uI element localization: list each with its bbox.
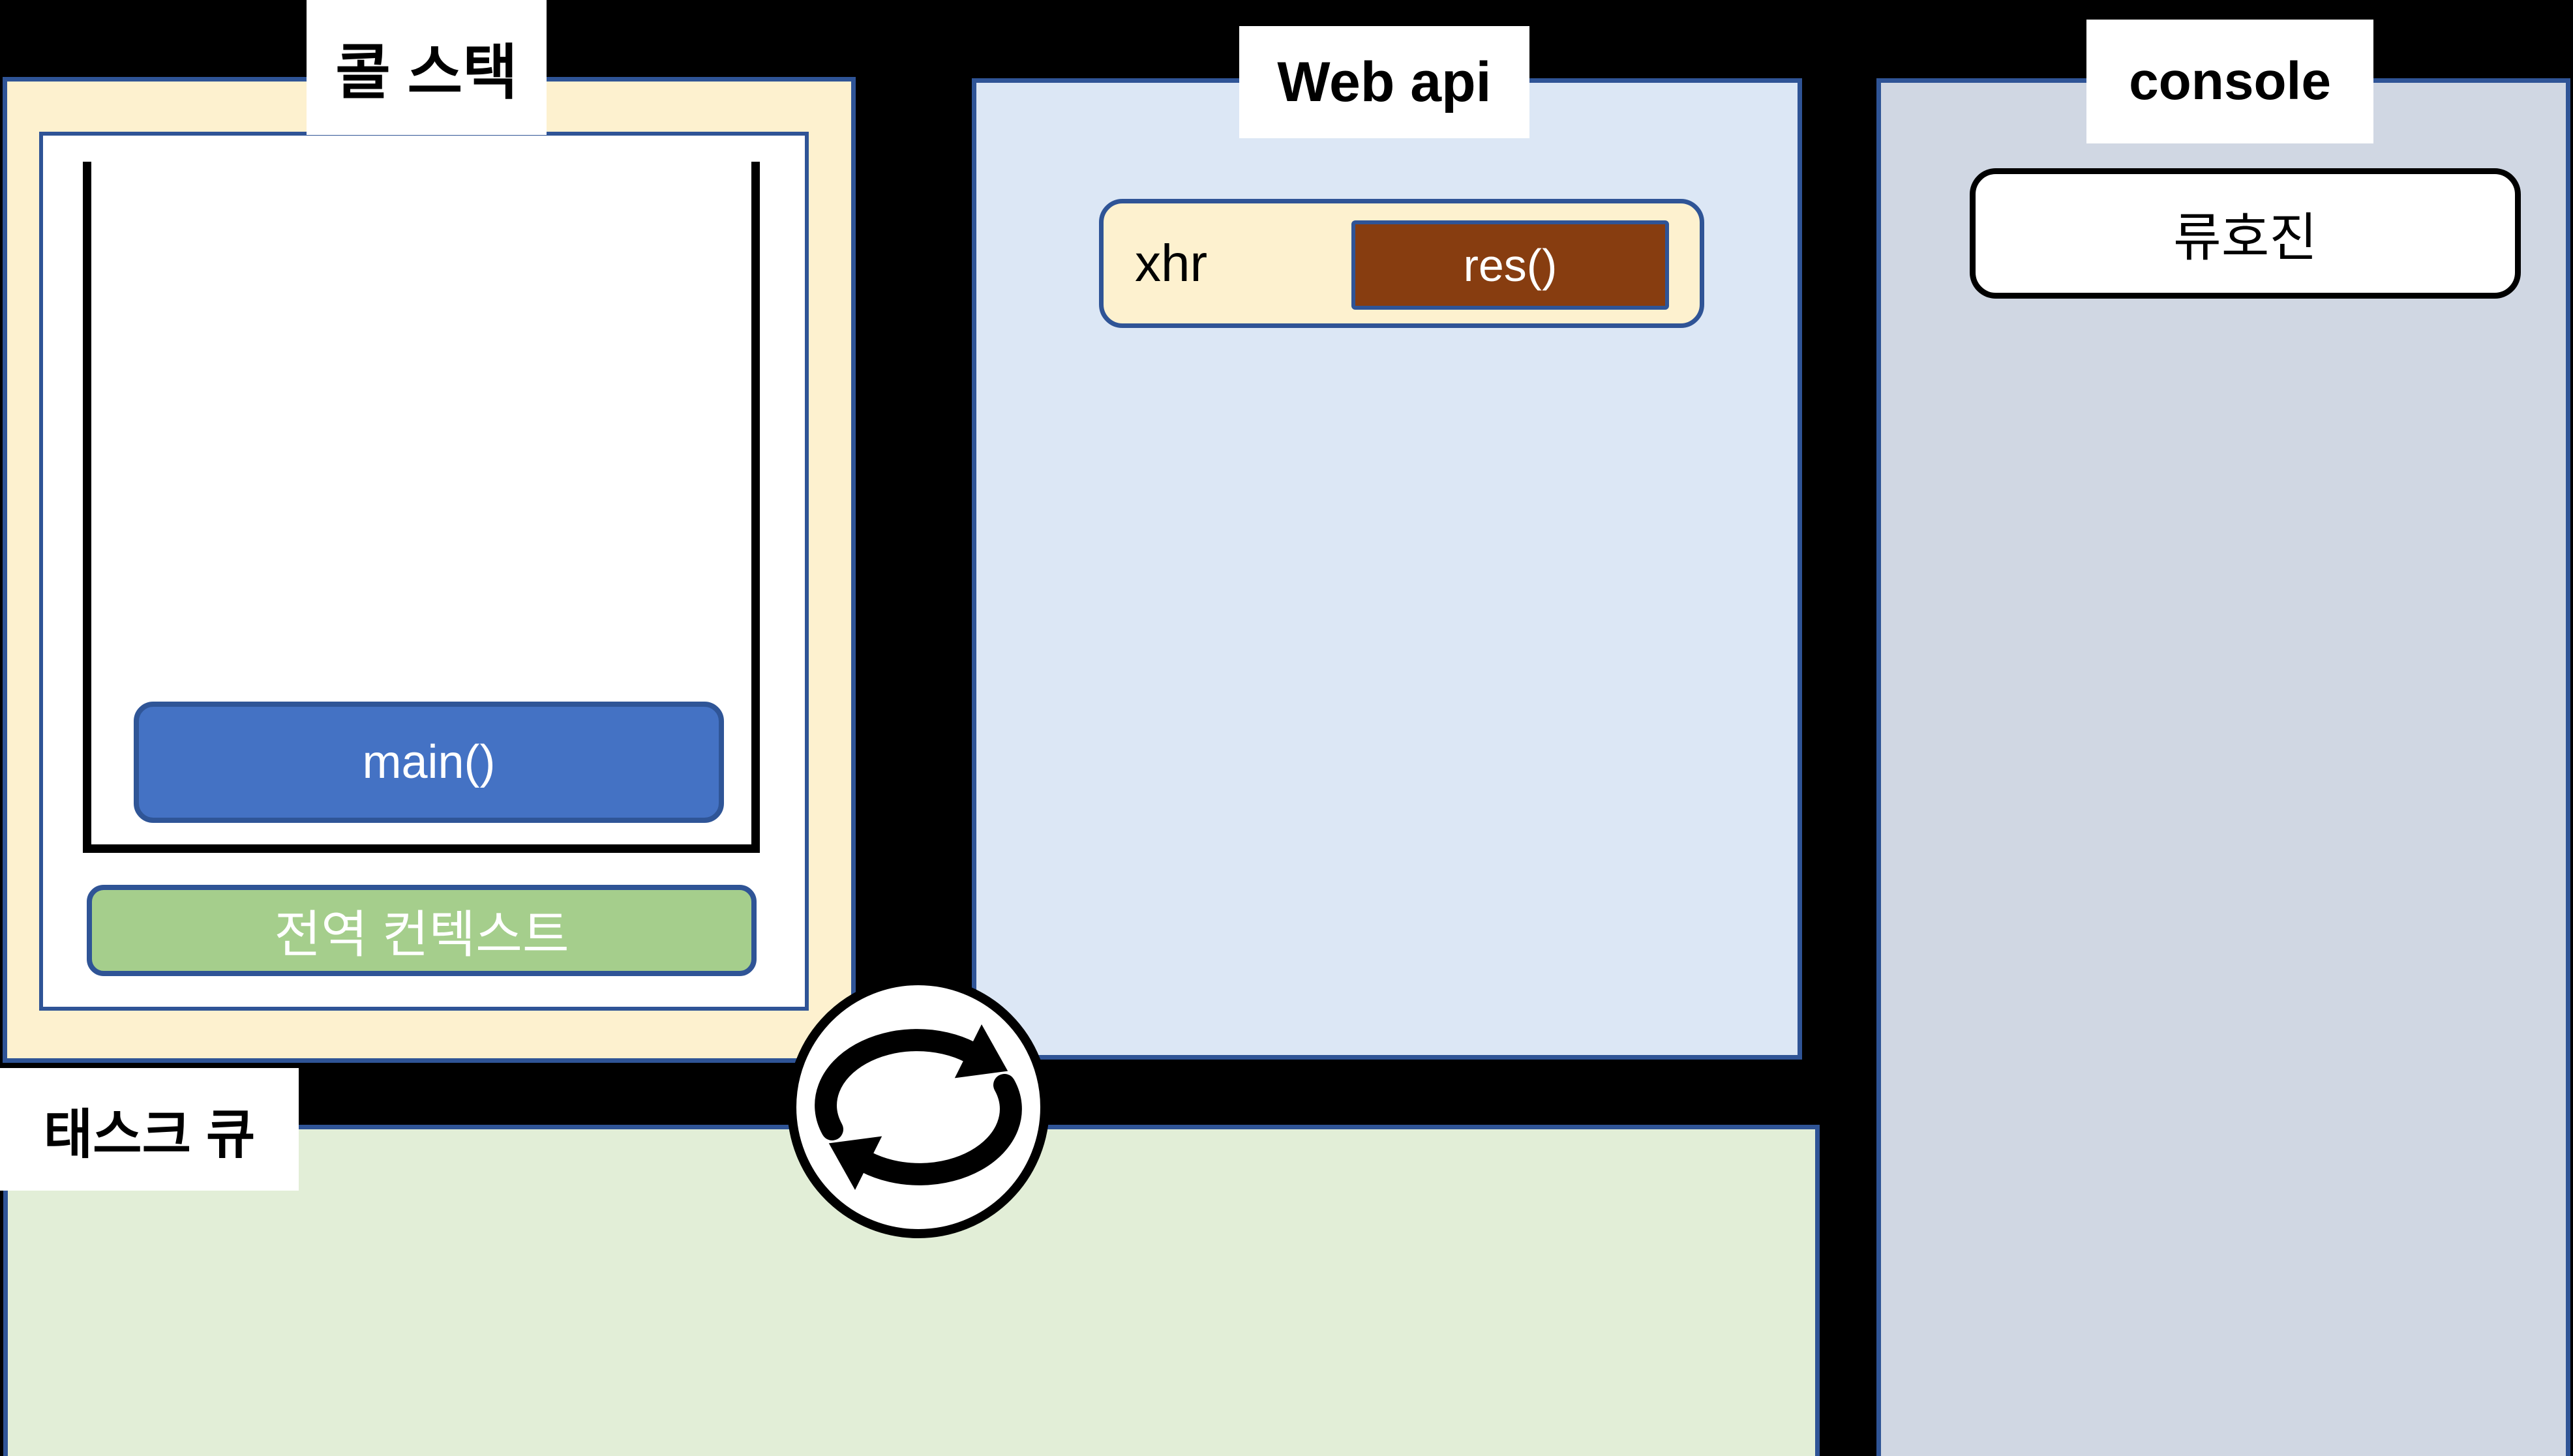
call-stack-inner-box bbox=[39, 132, 809, 1011]
stack-wall-bottom bbox=[83, 844, 760, 853]
stack-frame-main: main() bbox=[134, 702, 724, 823]
console-panel bbox=[1876, 78, 2570, 1456]
stack-frame-global-context: 전역 컨텍스트 bbox=[87, 885, 757, 976]
xhr-callback-label: res() bbox=[1463, 239, 1557, 291]
web-api-title-text: Web api bbox=[1277, 50, 1492, 113]
console-output-text: 류호진 bbox=[2173, 209, 2317, 267]
stack-frame-global-context-label: 전역 컨텍스트 bbox=[274, 906, 569, 963]
console-output-box: 류호진 bbox=[1970, 168, 2521, 299]
xhr-callback-box: res() bbox=[1351, 220, 1669, 310]
task-queue-title: 태스크 큐 bbox=[0, 1068, 299, 1191]
stack-wall-left bbox=[83, 162, 91, 853]
call-stack-title-text: 콜 스택 bbox=[335, 40, 518, 106]
console-title: console bbox=[2086, 20, 2373, 143]
xhr-label: xhr bbox=[1135, 234, 1208, 292]
console-title-text: console bbox=[2129, 52, 2331, 111]
stack-frame-main-label: main() bbox=[362, 736, 496, 788]
event-loop-cycle-icon bbox=[787, 976, 1049, 1238]
web-api-title: Web api bbox=[1239, 26, 1529, 138]
stack-wall-right bbox=[751, 162, 760, 853]
task-queue-title-text: 태스크 큐 bbox=[43, 1105, 256, 1165]
call-stack-title: 콜 스택 bbox=[307, 0, 547, 135]
